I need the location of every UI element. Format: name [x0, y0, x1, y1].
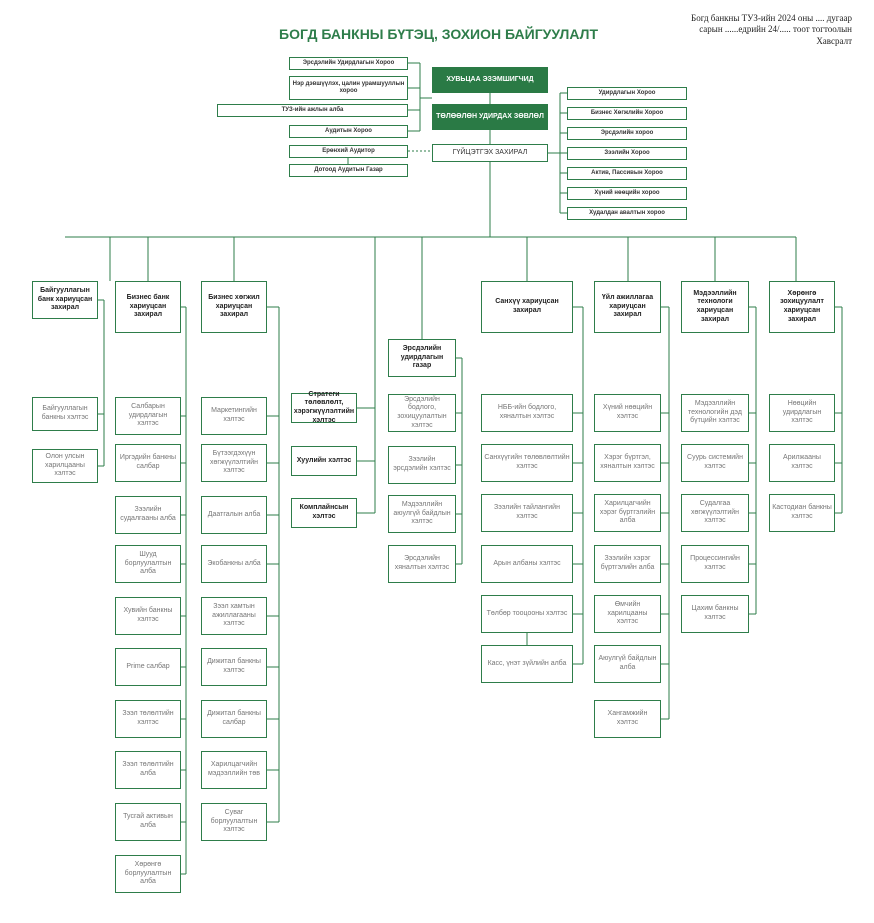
division-8-unit-2: Кастодиан банкны хэлтэс — [769, 494, 835, 532]
division-7-unit-3: Процессингийн хэлтэс — [681, 545, 749, 583]
division-2-unit-1: Бүтээгдэхүүн хөгжүүлэлтийн хэлтэс — [201, 444, 267, 482]
division-6-header: Үйл ажиллагаа хариуцсан захирал — [594, 281, 661, 333]
division-7-unit-0: Мэдээллийн технологийн дэд бүтцийн хэлтэ… — [681, 394, 749, 432]
division-1-header: Бизнес банк хариуцсан захирал — [115, 281, 181, 333]
division-2-unit-8: Суваг борлуулалтын хэлтэс — [201, 803, 267, 841]
shareholders-box: ХУВЬЦАА ЭЗЭМШИГЧИД — [432, 67, 548, 93]
board-committee-3: Аудитын Хороо — [289, 125, 408, 138]
exec-committee-4: Актив, Пассивын Хороо — [567, 167, 687, 180]
division-2-header: Бизнес хөгжил хариуцсан захирал — [201, 281, 267, 333]
division-3-unit-0: Стратеги төлөвлөлт, хэрэгжүүлэлтийн хэлт… — [291, 391, 357, 424]
division-3-unit-2: Комплайнсын хэлтэс — [291, 498, 357, 528]
division-6-unit-0: Хүний нөөцийн хэлтэс — [594, 394, 661, 432]
division-2-unit-0: Маркетингийн хэлтэс — [201, 397, 267, 435]
division-0-unit-0: Байгууллагын банкны хэлтэс — [32, 397, 98, 431]
exec-committee-3: Зээлийн Хороо — [567, 147, 687, 160]
approval-line-2: сарын ......едрийн 24/..... тоот тогтоол… — [699, 24, 852, 35]
division-1-unit-3: Шууд борлуулалтын алба — [115, 545, 181, 583]
division-0-header: Байгууллагын банк хариуцсан захирал — [32, 281, 98, 319]
division-7-unit-2: Судалгаа хөгжүүлэлтийн хэлтэс — [681, 494, 749, 532]
approval-line-1: Богд банкны ТУЗ-ийн 2024 оны .... дугаар — [691, 13, 852, 23]
division-4-unit-3: Эрсдэлийн хяналтын хэлтэс — [388, 545, 456, 583]
division-4-unit-2: Мэдээллийн аюулгүй байдлын хэлтэс — [388, 495, 456, 533]
division-7-unit-4: Цахим банкны хэлтэс — [681, 595, 749, 633]
division-2-unit-6: Дижитал банкны салбар — [201, 700, 267, 738]
division-1-unit-8: Тусгай активын алба — [115, 803, 181, 841]
division-1-unit-2: Зээлийн судалгааны алба — [115, 496, 181, 534]
division-5-header: Санхүү хариуцсан захирал — [481, 281, 573, 333]
division-3-unit-1: Хуулийн хэлтэс — [291, 446, 357, 476]
division-0-unit-1: Олон улсын харилцааны хэлтэс — [32, 449, 98, 483]
division-6-unit-1: Хэрэг бүртгэл, хяналтын хэлтэс — [594, 444, 661, 482]
division-4-header: Эрсдэлийн удирдлагын газар — [388, 339, 456, 377]
division-6-unit-2: Харилцагчийн хэрэг бүртгэлийн алба — [594, 494, 661, 532]
approval-note: Богд банкны ТУЗ-ийн 2024 оны .... дугаар… — [652, 13, 852, 47]
exec-committee-5: Хүний нөөцийн хороо — [567, 187, 687, 200]
division-5-unit-5: Касс, үнэт зүйлийн алба — [481, 645, 573, 683]
division-4-unit-1: Зээлийн эрсдэлийн хэлтэс — [388, 446, 456, 484]
division-1-unit-6: Зээл төлөлтийн хэлтэс — [115, 700, 181, 738]
division-4-unit-0: Эрсдэлийн бодлого, зохицуулалтын хэлтэс — [388, 394, 456, 432]
division-1-unit-7: Зээл төлөлтийн алба — [115, 751, 181, 789]
division-1-unit-1: Иргэдийн банкны салбар — [115, 444, 181, 482]
division-6-unit-3: Зээлийн хэрэг бүртгэлийн алба — [594, 545, 661, 583]
division-1-unit-4: Хувийн банкны хэлтэс — [115, 597, 181, 635]
division-2-unit-7: Харилцагчийн мэдээллийн төв — [201, 751, 267, 789]
division-2-unit-2: Даатгалын алба — [201, 496, 267, 534]
division-6-unit-4: Өмчийн харилцааны хэлтэс — [594, 595, 661, 633]
division-5-unit-2: Зээлийн тайлангийн хэлтэс — [481, 494, 573, 532]
exec-committee-2: Эрсдэлийн хороо — [567, 127, 687, 140]
division-5-unit-3: Арын албаны хэлтэс — [481, 545, 573, 583]
division-8-unit-1: Арилжааны хэлтэс — [769, 444, 835, 482]
division-5-unit-0: НББ-ийн бодлого, хяналтын хэлтэс — [481, 394, 573, 432]
approval-line-3: Хавсралт — [816, 35, 852, 46]
board-committee-2: ТУЗ-ийн ажлын алба — [217, 104, 408, 117]
board-committee-4: Ерөнхий Аудитор — [289, 145, 408, 158]
division-8-header: Хөрөнгө зохицуулалт хариуцсан захирал — [769, 281, 835, 333]
division-5-unit-1: Санхүүгийн төлөвлөлтийн хэлтэс — [481, 444, 573, 482]
division-7-header: Мэдээллийн технологи хариуцсан захирал — [681, 281, 749, 333]
division-6-unit-6: Хангамжийн хэлтэс — [594, 700, 661, 738]
division-2-unit-5: Дижитал банкны хэлтэс — [201, 648, 267, 686]
page-title: БОГД БАНКНЫ БҮТЭЦ, ЗОХИОН БАЙГУУЛАЛТ — [279, 26, 599, 42]
board-committee-1: Нэр дэвшүүлэх, цалин урамшууллын хороо — [289, 76, 408, 100]
division-5-unit-4: Төлбөр тооцооны хэлтэс — [481, 595, 573, 633]
division-2-unit-4: Зээл хамтын ажиллагааны хэлтэс — [201, 597, 267, 635]
board-committee-0: Эрсдэлийн Удирдлагын Хороо — [289, 57, 408, 70]
division-1-unit-0: Салбарын удирдлагын хэлтэс — [115, 397, 181, 435]
division-1-unit-5: Prime салбар — [115, 648, 181, 686]
board-committee-5: Дотоод Аудитын Газар — [289, 164, 408, 177]
board-of-directors-box: ТӨЛӨӨЛӨН УДИРДАХ ЗӨВЛӨЛ — [432, 104, 548, 130]
exec-committee-0: Удирдлагын Хороо — [567, 87, 687, 100]
division-6-unit-5: Аюулгүй байдлын алба — [594, 645, 661, 683]
division-1-unit-9: Хөрөнгө борлуулалтын алба — [115, 855, 181, 893]
division-7-unit-1: Суурь системийн хэлтэс — [681, 444, 749, 482]
division-2-unit-3: Экобанкны алба — [201, 545, 267, 583]
ceo-box: ГҮЙЦЭТГЭХ ЗАХИРАЛ — [432, 144, 548, 162]
division-8-unit-0: Нөөцийн удирдлагын хэлтэс — [769, 394, 835, 432]
exec-committee-6: Худалдан авалтын хороо — [567, 207, 687, 220]
exec-committee-1: Бизнес Хөгжлийн Хороо — [567, 107, 687, 120]
